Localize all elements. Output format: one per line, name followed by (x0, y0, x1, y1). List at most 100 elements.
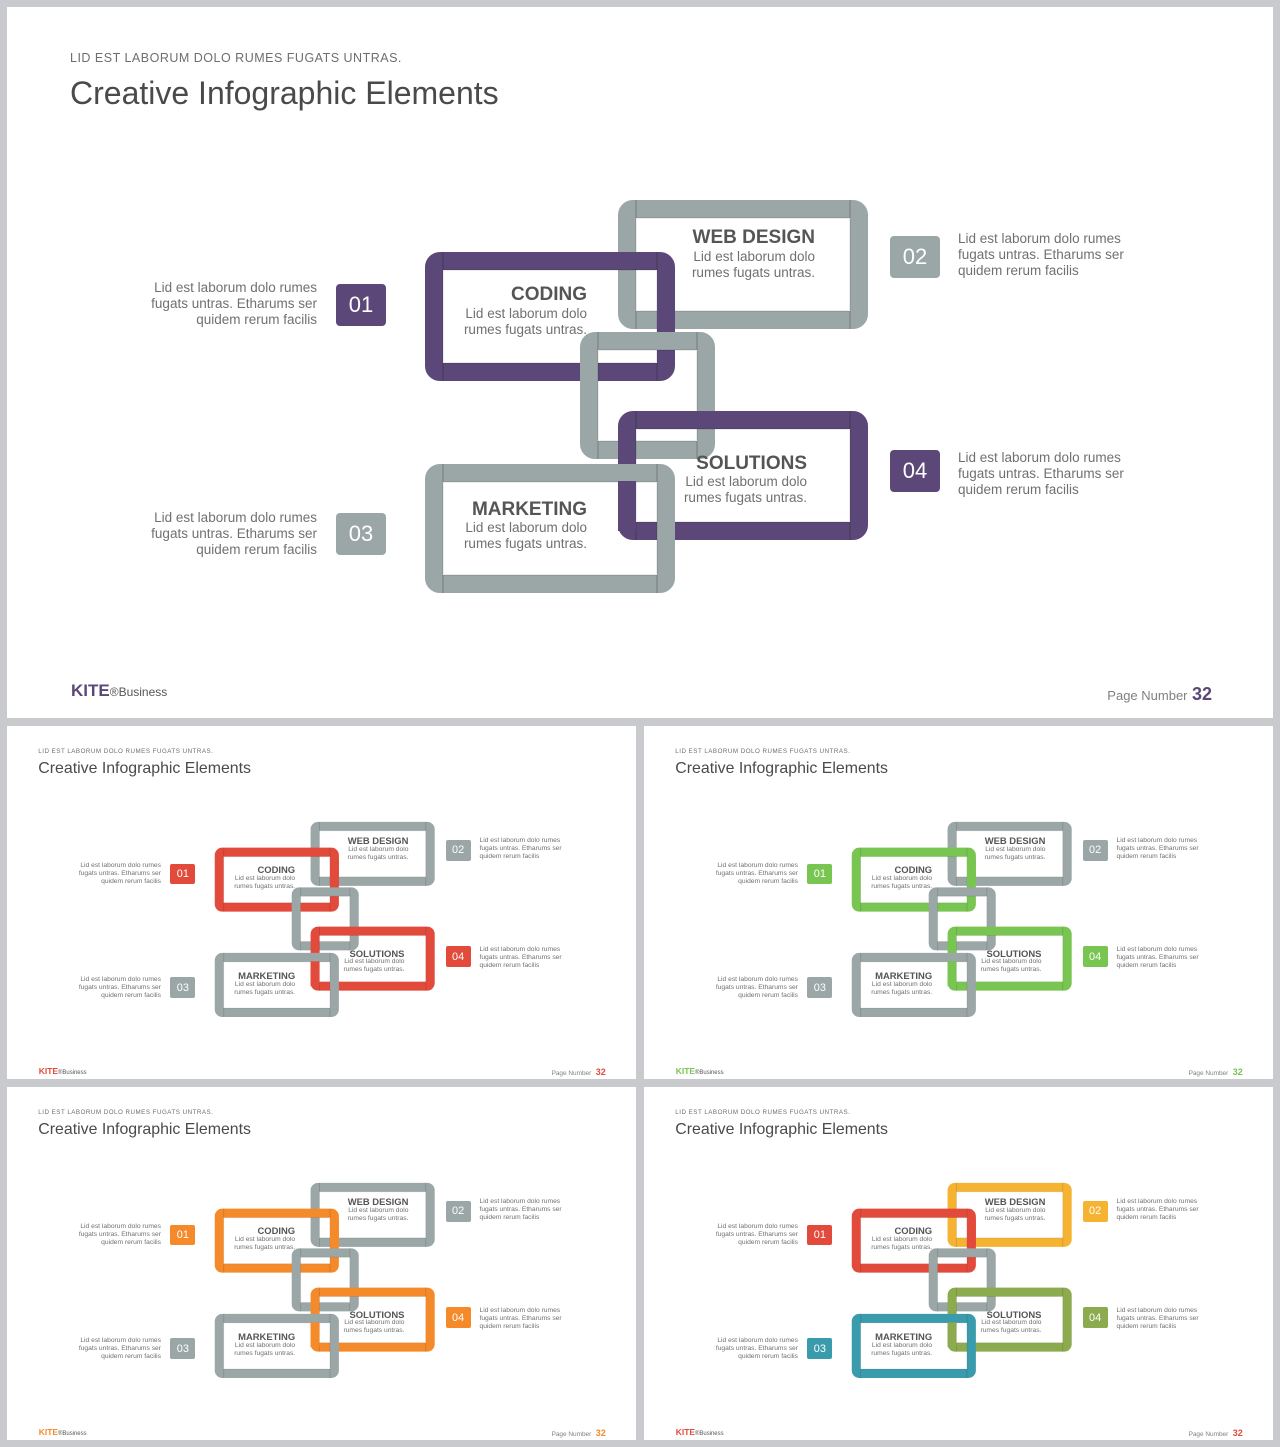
link-heading-marketing: MARKETING (875, 1331, 933, 1343)
step-description-02: Lid est laborum dolo rumes fugats untras… (1116, 837, 1199, 861)
step-number-01: 01 (336, 284, 386, 326)
page-number: Page Number 32 (552, 1062, 606, 1079)
connector-link-frame (928, 887, 996, 951)
step-number-02: 02 (445, 839, 471, 861)
step-number-02: 02 (445, 1200, 471, 1222)
brand-suffix: ®Business (58, 1430, 87, 1437)
connector-link-frame (580, 332, 715, 459)
slide-subtitle: LID EST LABORUM DOLO RUMES FUGATS UNTRAS… (38, 1108, 214, 1116)
page-number: Page Number 32 (1107, 684, 1212, 705)
brand-suffix: ®Business (109, 685, 168, 699)
connector-link-frame (928, 1248, 996, 1312)
brand-name: KITE (38, 1426, 59, 1437)
slide-subtitle: LID EST LABORUM DOLO RUMES FUGATS UNTRAS… (70, 51, 402, 65)
link-body-web: Lid est laborum dolo rumes fugats untras… (347, 1207, 409, 1223)
link-heading-marketing: MARKETING (238, 970, 296, 982)
step-description-02: Lid est laborum dolo rumes fugats untras… (479, 1198, 562, 1222)
chain-links-graphic (214, 1182, 435, 1378)
slide-subtitle: LID EST LABORUM DOLO RUMES FUGATS UNTRAS… (675, 1108, 851, 1116)
marketing-link-frame (214, 952, 339, 1017)
step-description-04: Lid est laborum dolo rumes fugats untras… (479, 946, 562, 969)
brand-name: KITE (675, 1065, 696, 1076)
page-number-value: 32 (1232, 1428, 1243, 1439)
step-number-02: 02 (890, 236, 940, 278)
link-heading-coding: CODING (511, 284, 587, 305)
slide-subtitle: LID EST LABORUM DOLO RUMES FUGATS UNTRAS… (38, 747, 214, 755)
link-heading-solutions: SOLUTIONS (349, 1308, 405, 1320)
link-body-web: Lid est laborum dolo rumes fugats untras… (347, 846, 409, 862)
page-number-value: 32 (1191, 684, 1212, 704)
page-number-value: 32 (1232, 1067, 1243, 1078)
link-body-marketing: Lid est laborum dolo rumes fugats untras… (463, 520, 587, 551)
step-description-01: Lid est laborum dolo rumes fugats untras… (715, 861, 798, 885)
marketing-link-frame (214, 1313, 339, 1378)
step-number-02: 02 (1082, 1200, 1108, 1222)
link-body-solutions: Lid est laborum dolo rumes fugats untras… (683, 474, 807, 505)
step-number-01: 01 (807, 1224, 833, 1246)
step-description-01: Lid est laborum dolo rumes fugats untras… (151, 280, 317, 327)
link-heading-marketing: MARKETING (471, 499, 587, 520)
link-heading-coding: CODING (894, 863, 933, 875)
brand-logo: KITE®Business (676, 1422, 724, 1440)
brand-logo: KITE®Business (71, 681, 167, 701)
marketing-link-frame (851, 1313, 976, 1378)
link-body-coding: Lid est laborum dolo rumes fugats untras… (871, 1235, 933, 1251)
slide-title: Creative Infographic Elements (675, 1120, 888, 1138)
step-description-01: Lid est laborum dolo rumes fugats untras… (78, 1222, 161, 1246)
step-description-01: Lid est laborum dolo rumes fugats untras… (715, 1222, 798, 1246)
step-description-03: Lid est laborum dolo rumes fugats untras… (78, 975, 161, 999)
step-number-04: 04 (1082, 946, 1108, 967)
brand-name: KITE (38, 1065, 59, 1076)
link-heading-solutions: SOLUTIONS (986, 1308, 1042, 1320)
brand-logo: KITE®Business (39, 1422, 87, 1440)
slide-green: LID EST LABORUM DOLO RUMES FUGATS UNTRAS… (644, 726, 1273, 1079)
link-heading-web: WEB DESIGN (347, 835, 409, 847)
step-description-04: Lid est laborum dolo rumes fugats untras… (1116, 1307, 1199, 1330)
link-body-coding: Lid est laborum dolo rumes fugats untras… (463, 306, 587, 337)
link-body-solutions: Lid est laborum dolo rumes fugats untras… (343, 958, 405, 973)
link-body-web: Lid est laborum dolo rumes fugats untras… (984, 846, 1046, 862)
link-heading-web: WEB DESIGN (984, 1196, 1046, 1208)
slide-title: Creative Infographic Elements (38, 759, 251, 777)
step-description-04: Lid est laborum dolo rumes fugats untras… (958, 450, 1124, 497)
page-number-label: Page Number (1107, 688, 1188, 703)
page-number: Page Number 32 (1189, 1423, 1243, 1440)
slide-multi: LID EST LABORUM DOLO RUMES FUGATS UNTRAS… (644, 1087, 1273, 1440)
chain-links-graphic (425, 200, 868, 593)
link-body-solutions: Lid est laborum dolo rumes fugats untras… (980, 1319, 1042, 1334)
connector-link-frame (291, 1248, 359, 1312)
step-number-03: 03 (336, 513, 386, 555)
link-body-marketing: Lid est laborum dolo rumes fugats untras… (871, 980, 933, 996)
step-number-04: 04 (445, 946, 471, 967)
brand-name: KITE (71, 681, 110, 700)
step-number-03: 03 (807, 977, 833, 999)
link-body-marketing: Lid est laborum dolo rumes fugats untras… (871, 1341, 933, 1357)
step-number-01: 01 (170, 1224, 196, 1246)
marketing-link-frame (425, 464, 675, 593)
step-description-01: Lid est laborum dolo rumes fugats untras… (78, 861, 161, 885)
link-body-solutions: Lid est laborum dolo rumes fugats untras… (343, 1319, 405, 1334)
link-heading-web: WEB DESIGN (984, 835, 1046, 847)
link-body-coding: Lid est laborum dolo rumes fugats untras… (871, 874, 933, 890)
link-body-coding: Lid est laborum dolo rumes fugats untras… (234, 1235, 296, 1251)
link-heading-web: WEB DESIGN (692, 227, 815, 248)
slide-title: Creative Infographic Elements (70, 75, 499, 111)
chain-links-graphic (851, 1182, 1072, 1378)
link-heading-coding: CODING (257, 1224, 296, 1236)
slide-title: Creative Infographic Elements (675, 759, 888, 777)
marketing-link-frame (851, 952, 976, 1017)
page-number-label: Page Number (1188, 1070, 1229, 1078)
step-description-04: Lid est laborum dolo rumes fugats untras… (479, 1307, 562, 1330)
brand-name: KITE (675, 1426, 696, 1437)
page-number: Page Number 32 (1189, 1062, 1243, 1079)
step-number-01: 01 (170, 863, 196, 885)
brand-logo: KITE®Business (39, 1061, 87, 1079)
link-body-web: Lid est laborum dolo rumes fugats untras… (984, 1207, 1046, 1223)
step-description-02: Lid est laborum dolo rumes fugats untras… (1116, 1198, 1199, 1222)
link-heading-solutions: SOLUTIONS (696, 453, 807, 474)
brand-suffix: ®Business (695, 1430, 724, 1437)
slide-purple: LID EST LABORUM DOLO RUMES FUGATS UNTRAS… (7, 7, 1273, 718)
brand-logo: KITE®Business (676, 1061, 724, 1079)
slide-subtitle: LID EST LABORUM DOLO RUMES FUGATS UNTRAS… (675, 747, 851, 755)
chain-links-graphic (214, 821, 435, 1017)
